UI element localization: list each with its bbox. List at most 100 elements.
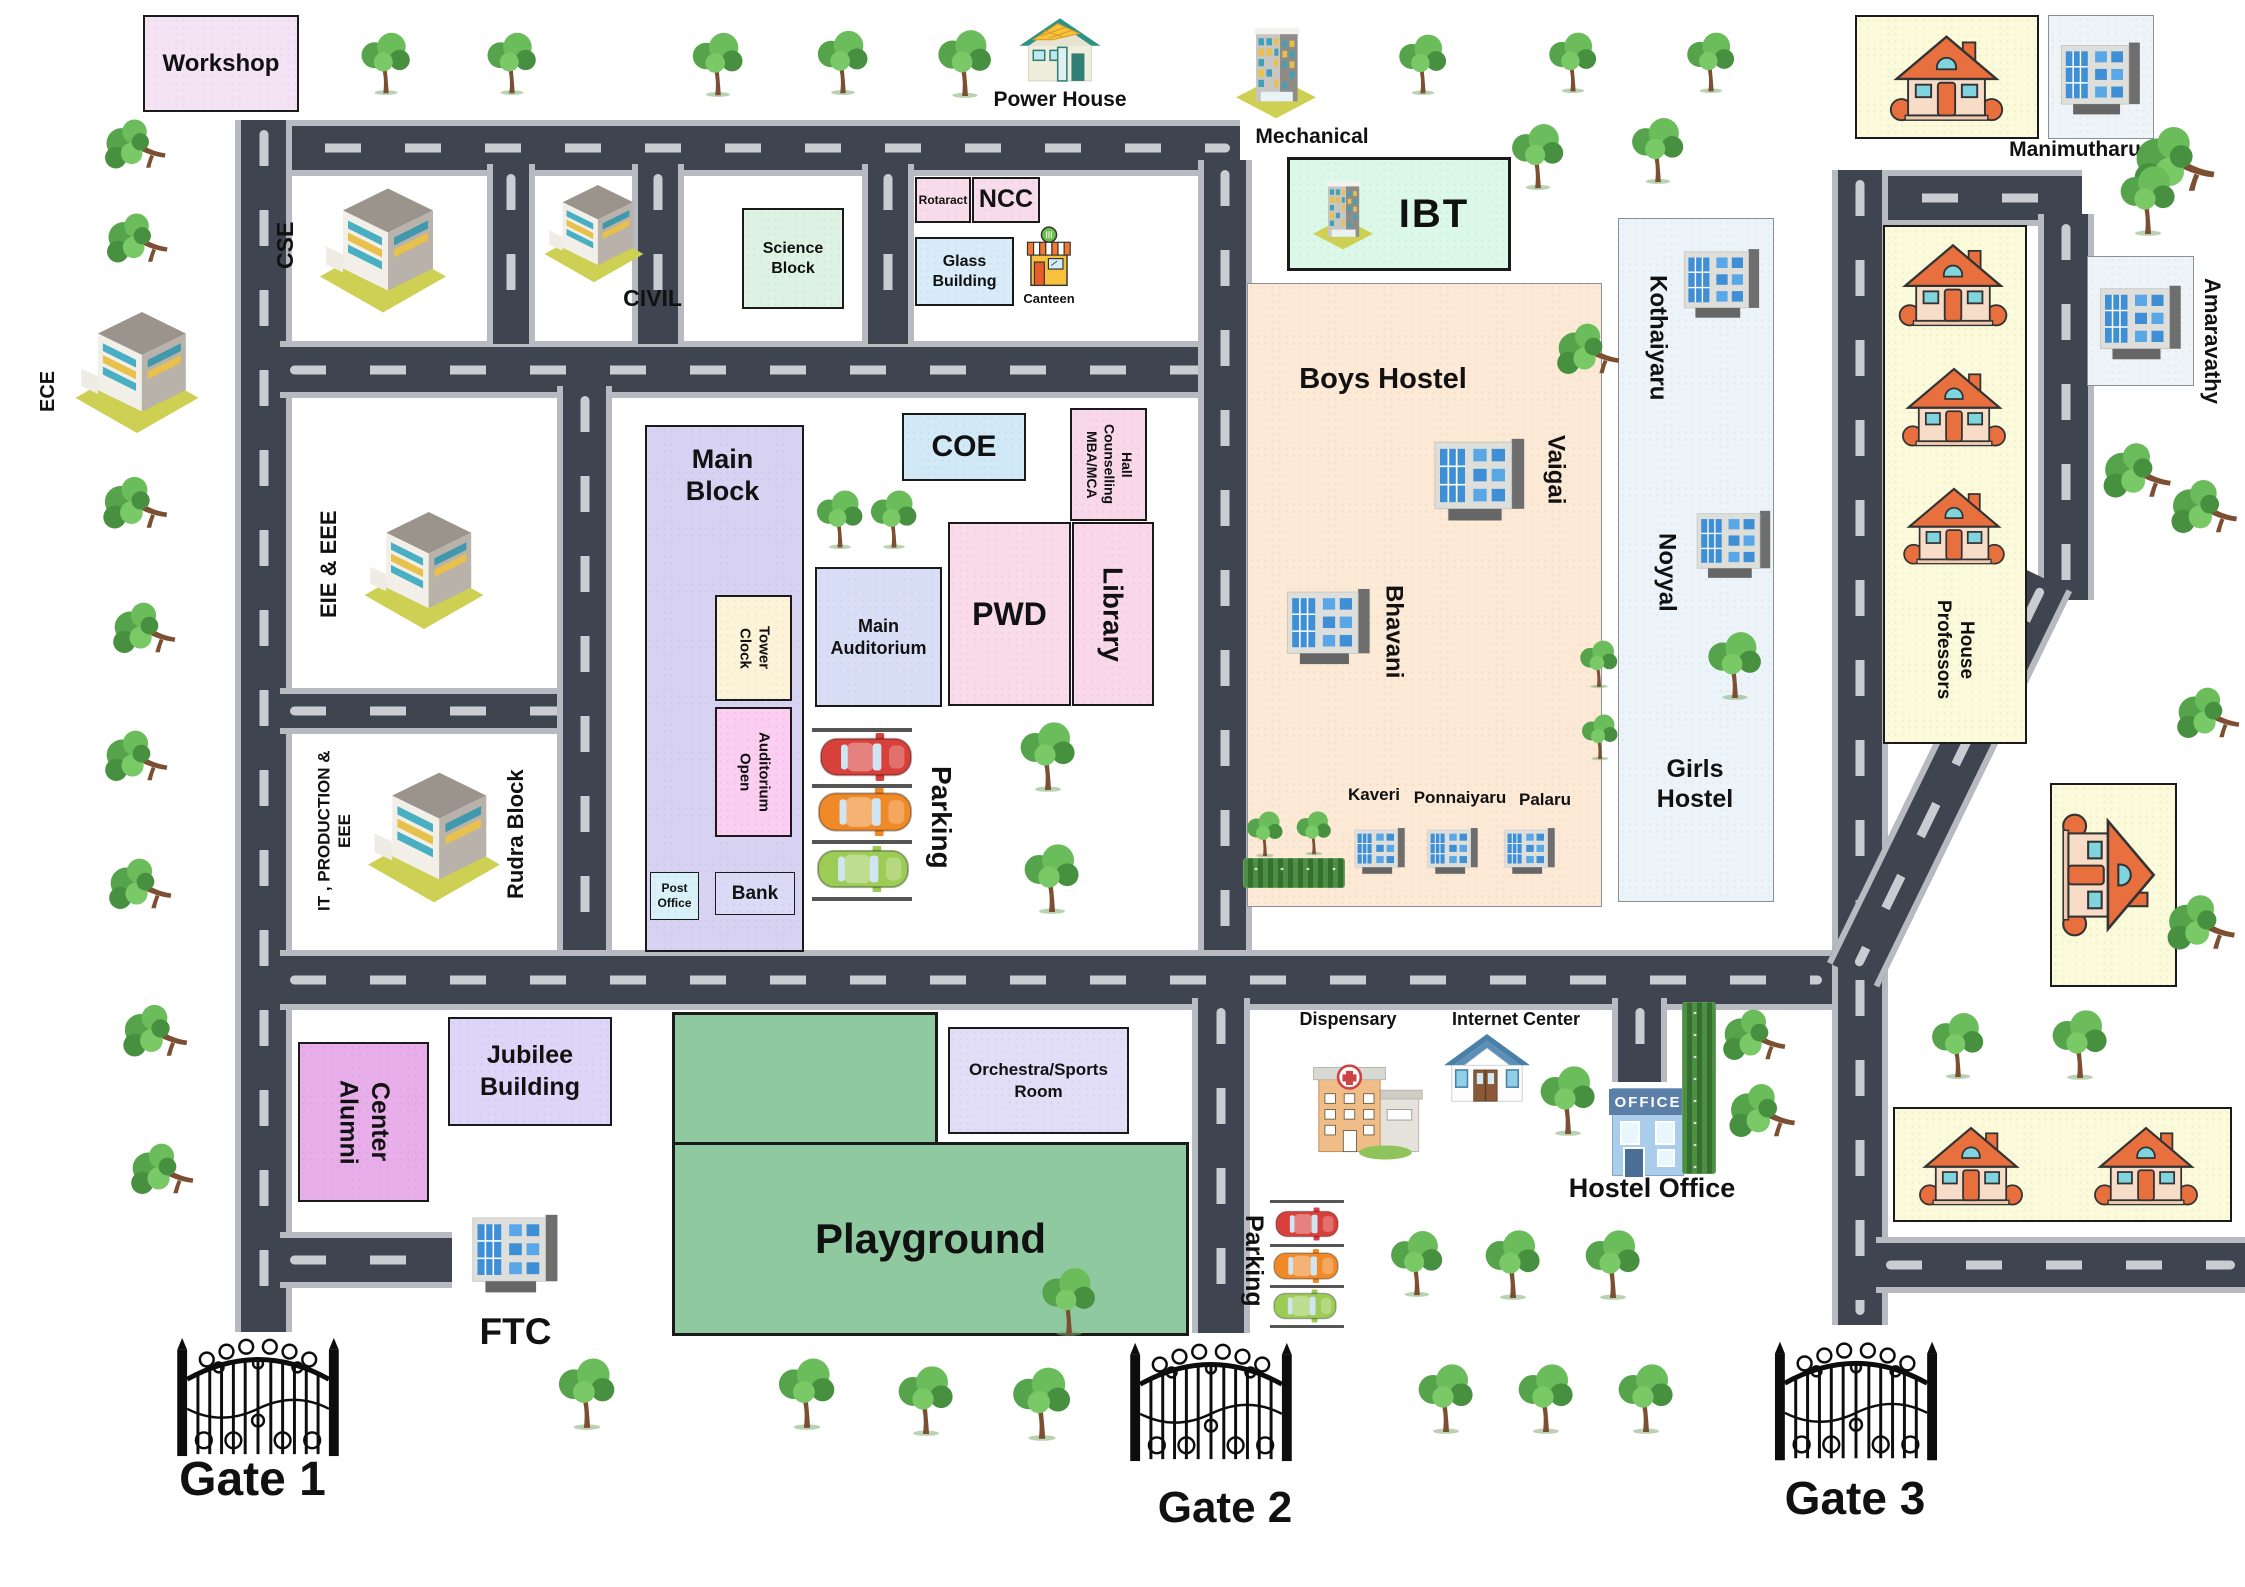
- tree: [2162, 888, 2242, 968]
- zone-post-office: Post Office: [650, 872, 699, 920]
- girls-hostel-label: Girls Hostel: [1656, 755, 1734, 813]
- road-right-leg-right: [2038, 214, 2094, 600]
- zone-ibt: IBT: [1287, 157, 1511, 271]
- tree: [100, 724, 174, 798]
- zone-bank: Bank: [715, 872, 795, 915]
- tree: [118, 998, 194, 1074]
- office-sign: OFFICE: [1609, 1089, 1687, 1115]
- road-hostel-office-stub: [1612, 998, 1667, 1082]
- tree: [1530, 1060, 1606, 1138]
- pwd-label: PWD: [972, 596, 1047, 632]
- gate2-label: Gate 2: [1157, 1482, 1293, 1532]
- noyyal-building-icon: [1693, 488, 1775, 598]
- house-bottomright-1-icon: [1910, 1121, 2032, 1209]
- bhavani-building-icon: [1283, 572, 1375, 678]
- vaigai-building-icon: [1430, 425, 1530, 531]
- workshop-label: Workshop: [162, 49, 280, 77]
- rotaract-label: Rotaract: [918, 192, 968, 207]
- rudra-block-label: Rudra Block: [502, 769, 528, 899]
- car-red-icon: [818, 733, 914, 781]
- tree: [1002, 1362, 1082, 1442]
- tree: [2110, 160, 2186, 238]
- zone-boys-hostel: [1247, 283, 1602, 907]
- tree: [1290, 806, 1338, 858]
- tree: [1010, 716, 1086, 794]
- tree: [2166, 472, 2244, 552]
- professors-house-1-icon: [1893, 238, 2013, 330]
- zone-house-topright: [1855, 15, 2039, 139]
- jubilee-building-label: Jubilee Building: [480, 1041, 580, 1101]
- road-main-lower: [280, 950, 1832, 1010]
- tree: [768, 1352, 846, 1432]
- tree: [2172, 680, 2245, 756]
- zone-building-amaravathy: [2087, 256, 2194, 386]
- mechanical-building-icon: [1232, 20, 1320, 122]
- power-house-icon: [1018, 12, 1102, 88]
- tree: [1240, 806, 1290, 860]
- parking-center-label: Parking: [925, 766, 957, 869]
- ftc-label: FTC: [479, 1310, 552, 1352]
- zone-orchestra-sports-room: Orchestra/Sports Room: [948, 1027, 1129, 1134]
- tree: [1475, 1224, 1551, 1302]
- tree: [1718, 1002, 1792, 1078]
- bank-label: Bank: [731, 882, 779, 904]
- tree: [1922, 1008, 1994, 1080]
- road-bottomright: [1876, 1237, 2245, 1293]
- road-gate2: [1192, 998, 1250, 1333]
- house-sideways-icon: [2058, 805, 2162, 945]
- mba-mca-label: MBA/MCA Counselling Hall: [1083, 424, 1135, 505]
- playground-label: Playground: [814, 1214, 1047, 1262]
- zone-mba-mca-counselling-hall: MBA/MCA Counselling Hall: [1070, 408, 1147, 521]
- tree: [1575, 1224, 1651, 1302]
- it-production-building-icon: [366, 772, 502, 904]
- eie-eee-label: EIE & EEE: [315, 510, 341, 618]
- palaru-label: Palaru: [1519, 789, 1571, 809]
- road-right-leg-left: [1832, 170, 1888, 1325]
- tree: [1724, 1076, 1802, 1156]
- main-block-label: Main Block: [685, 443, 760, 506]
- tree: [98, 470, 174, 546]
- noyyal-label: Noyyal: [1653, 532, 1681, 612]
- post-office-label: Post Office: [657, 881, 692, 910]
- tree: [808, 24, 878, 98]
- road-row2: [280, 341, 1240, 398]
- ncc-label: NCC: [978, 185, 1034, 214]
- building-topright-icon: [2057, 28, 2145, 126]
- zone-workshop: Workshop: [143, 15, 299, 112]
- tree: [1014, 838, 1090, 916]
- hostel-office-building-icon: OFFICE: [1609, 1088, 1687, 1179]
- bhavani-label: Bhavani: [1380, 585, 1408, 679]
- dispensary-building-icon: [1310, 1046, 1424, 1166]
- vaigai-label: Vaigai: [1542, 434, 1570, 505]
- tree: [1608, 1358, 1684, 1436]
- road-top: [235, 120, 1240, 176]
- house-topright-icon: [1879, 29, 2014, 125]
- zone-library: Library: [1072, 522, 1154, 706]
- gate1-icon: [168, 1330, 348, 1460]
- road-eie-bottom: [280, 688, 600, 734]
- zone-open-auditorium: Open Auditorium: [715, 707, 792, 837]
- zone-alumni-center: Alumni Center: [298, 1042, 429, 1202]
- kaveri-label: Kaveri: [1348, 784, 1400, 804]
- professors-house-2-icon: [1896, 362, 2012, 450]
- ece-building-icon: [73, 312, 201, 434]
- car-south-orange-icon: [1272, 1249, 1340, 1283]
- car-south-green-icon: [1272, 1289, 1338, 1323]
- zone-science-block: Science Block: [742, 208, 844, 309]
- ibt-building-icon: [1310, 172, 1376, 256]
- tree: [1622, 112, 1694, 186]
- parking-south-label: Parking: [1240, 1215, 1268, 1307]
- road-ftc-stub: [280, 1232, 452, 1288]
- boys-hostel-grass: [1243, 858, 1345, 888]
- zone-glass-building: Glass Building: [915, 237, 1014, 306]
- canteen-label: Canteen: [1023, 291, 1075, 307]
- main-auditorium-label: Main Auditorium: [830, 615, 927, 659]
- open-auditorium-label: Open Auditorium: [736, 732, 773, 812]
- alumni-center-label: Alumni Center: [334, 1079, 394, 1165]
- gate3-label: Gate 3: [1784, 1472, 1926, 1525]
- canteen-store-icon: [1022, 226, 1076, 290]
- tree: [1573, 636, 1625, 690]
- hostel-office-label: Hostel Office: [1568, 1172, 1736, 1203]
- library-label: Library: [1097, 566, 1129, 662]
- tree: [1032, 1262, 1106, 1338]
